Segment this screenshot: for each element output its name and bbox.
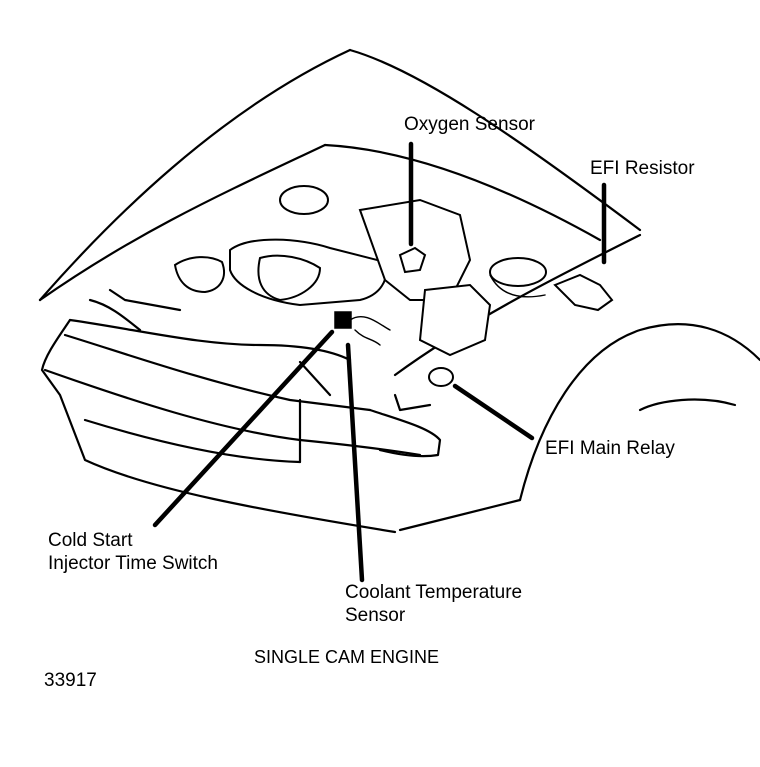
efi-main-relay-label: EFI Main Relay bbox=[545, 438, 675, 459]
diagram-caption: SINGLE CAM ENGINE bbox=[254, 647, 440, 667]
cold-start-label-line1: Cold Start bbox=[48, 530, 133, 551]
coolant-sensor-pointer bbox=[345, 342, 365, 583]
fender-outline bbox=[393, 233, 760, 532]
figure-number: 33917 bbox=[44, 670, 97, 691]
cold-start-label-line2: Injector Time Switch bbox=[48, 553, 218, 574]
hood-outline bbox=[38, 48, 642, 302]
engine-components bbox=[173, 185, 614, 387]
efi-resistor-label: EFI Resistor bbox=[590, 158, 695, 179]
oxygen-sensor-label: Oxygen Sensor bbox=[404, 114, 535, 135]
efi-main-relay-pointer bbox=[452, 383, 535, 441]
coolant-sensor-label-line2: Sensor bbox=[345, 605, 406, 626]
front-bumper bbox=[40, 288, 442, 534]
coolant-sensor-label-line1: Coolant Temperature bbox=[345, 582, 523, 603]
cold-start-pointer bbox=[152, 329, 335, 528]
